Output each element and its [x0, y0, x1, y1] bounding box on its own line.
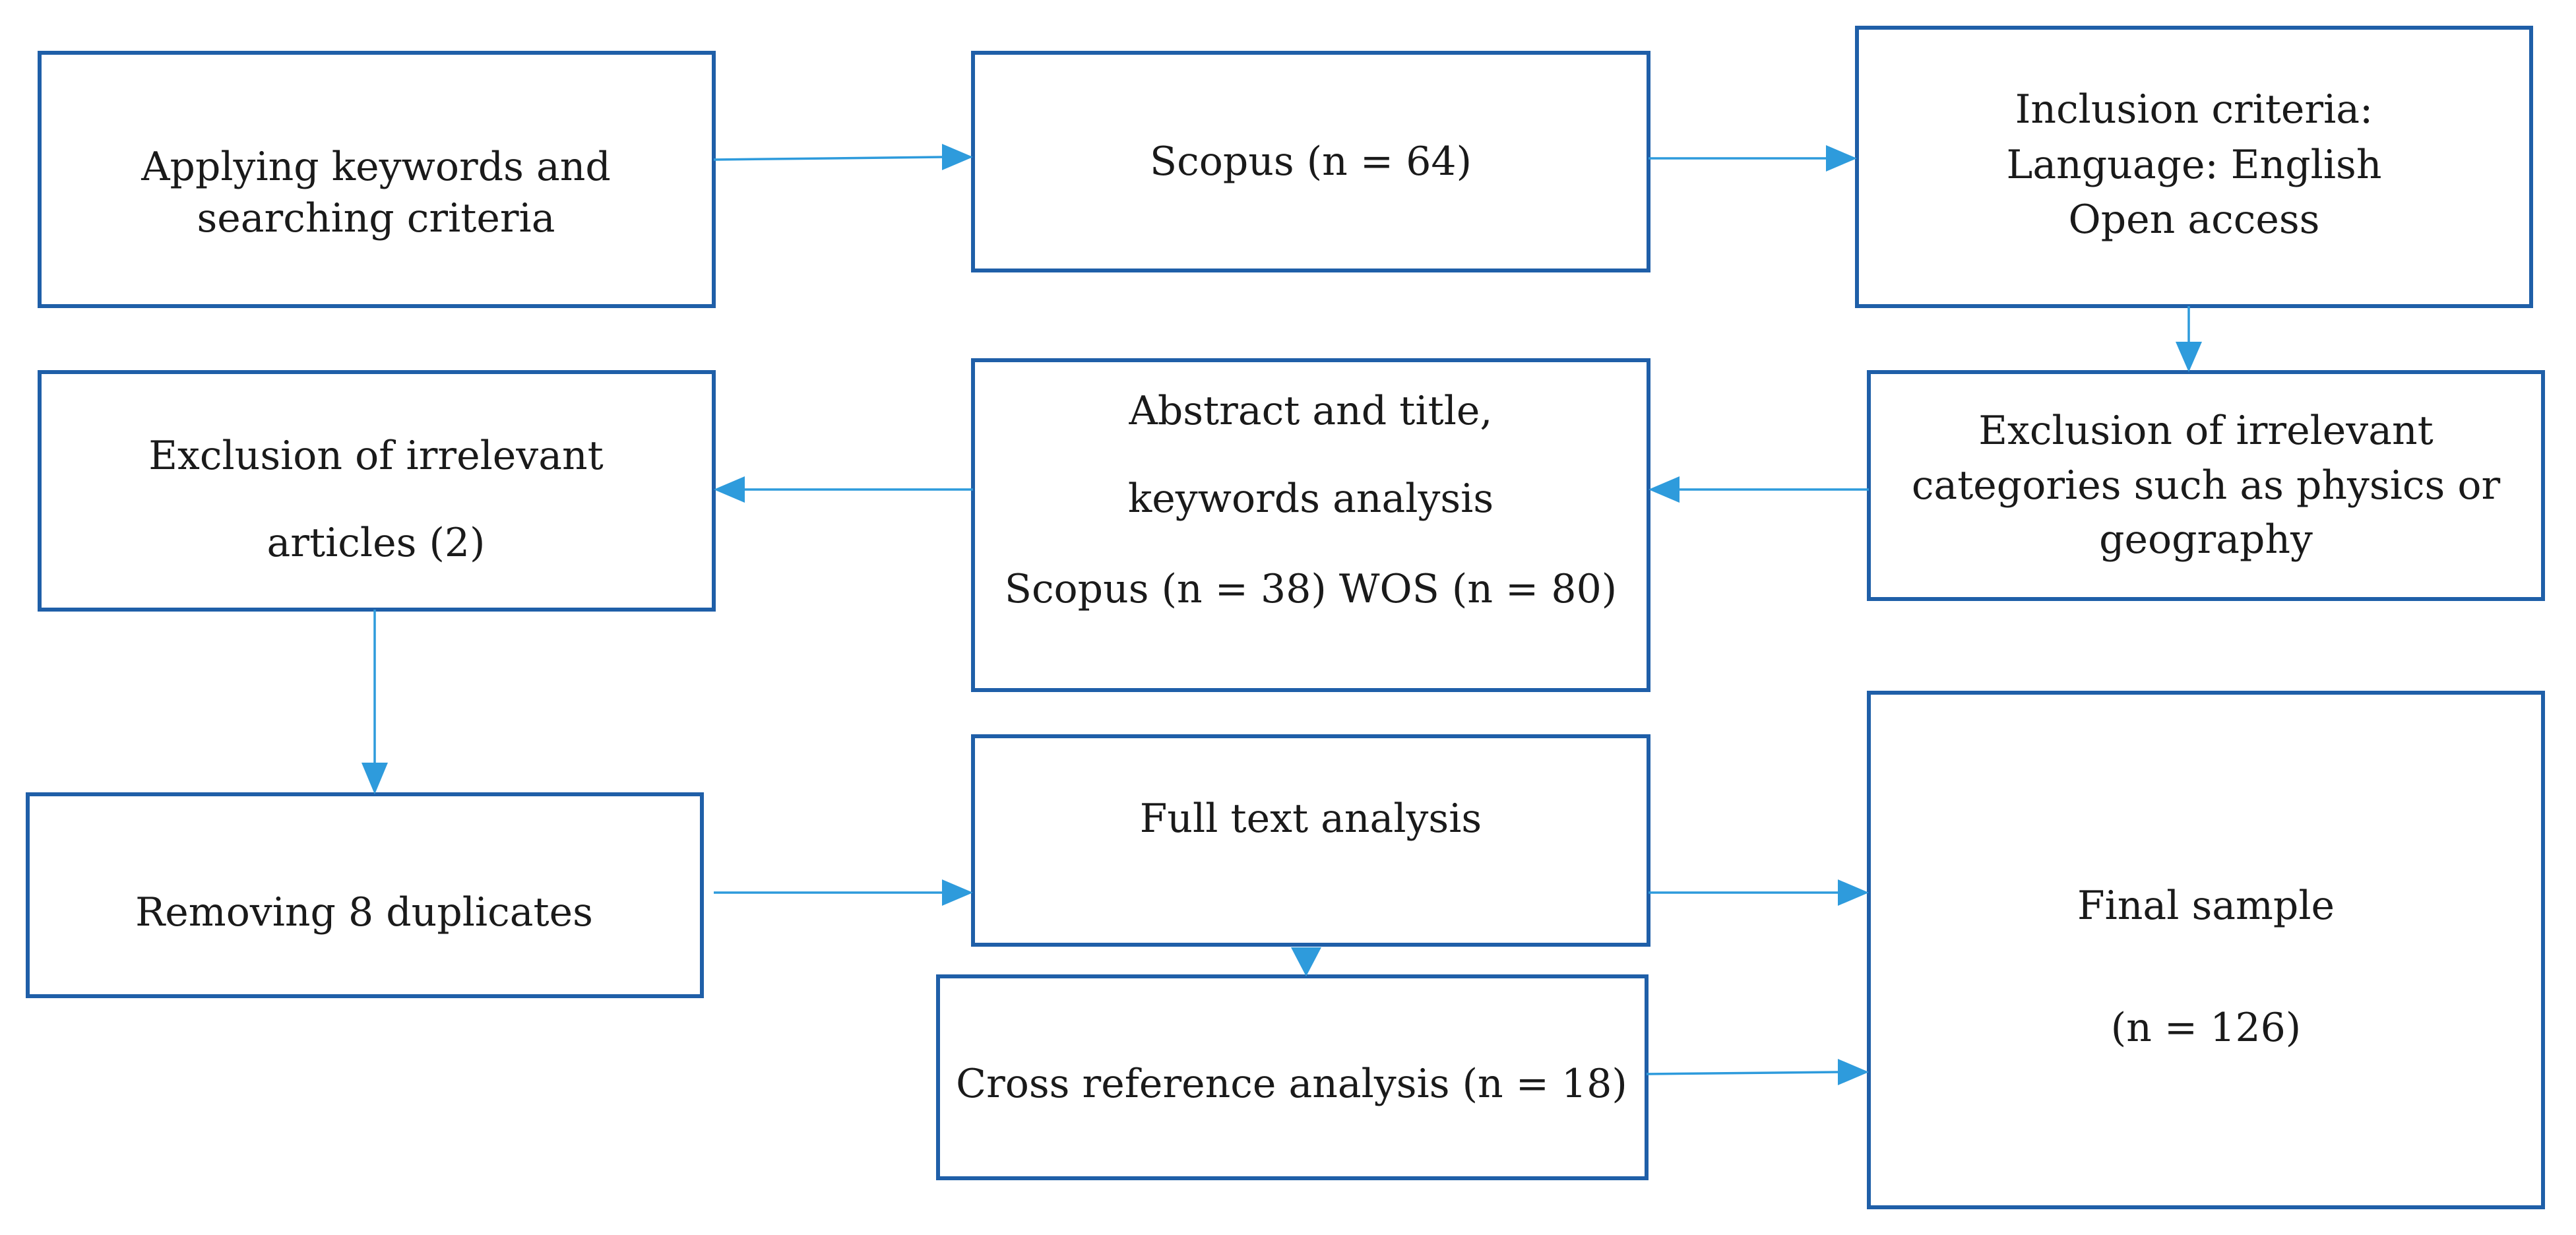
label-full-text: Full text analysis	[1140, 796, 1482, 842]
box-full-text	[971, 734, 1650, 947]
arrow-scopus-to-inclusion	[1649, 145, 1857, 172]
label-cross-reference: Cross reference analysis (n = 18)	[956, 1061, 1627, 1107]
box-final-sample	[1867, 691, 2545, 1209]
label-inclusion-2: Language: English	[2007, 142, 2382, 188]
label-final-sample-1: Final sample	[2077, 883, 2335, 929]
label-inclusion-3: Open access	[2069, 197, 2320, 243]
label-exclusion-articles-2: articles (2)	[267, 520, 486, 566]
label-exclusion-categories-1: Exclusion of irrelevant	[1978, 408, 2433, 454]
arrow-full-text-to-cross-reference	[1291, 947, 1321, 976]
box-cross-reference	[936, 974, 1649, 1180]
arrow-keywords-to-scopus	[713, 144, 973, 170]
label-exclusion-categories-3: geography	[2099, 517, 2313, 563]
label-exclusion-articles-1: Exclusion of irrelevant	[148, 433, 603, 479]
label-scopus: Scopus (n = 64)	[1150, 139, 1472, 185]
box-exclusion-articles	[38, 370, 716, 612]
box-keywords	[38, 51, 716, 308]
box-inclusion	[1855, 26, 2533, 308]
label-duplicates: Removing 8 duplicates	[135, 889, 593, 935]
arrow-exclusion-categories-to-abstract	[1649, 476, 1869, 503]
label-final-sample-2: (n = 126)	[2111, 1005, 2301, 1051]
arrow-duplicates-to-full-text	[714, 879, 973, 906]
label-exclusion-categories-2: categories such as physics or	[1912, 462, 2501, 509]
arrow-inclusion-to-exclusion-categories	[2176, 306, 2202, 372]
arrow-full-text-to-final-sample	[1649, 879, 1869, 906]
box-scopus	[971, 51, 1650, 272]
label-abstract-analysis-3: Scopus (n = 38) WOS (n = 80)	[1005, 566, 1617, 612]
label-abstract-analysis-2: keywords analysis	[1128, 476, 1493, 522]
arrow-cross-reference-to-final-sample	[1646, 1059, 1869, 1085]
arrow-abstract-to-exclusion-articles	[714, 476, 973, 503]
label-inclusion-1: Inclusion criteria:	[2015, 86, 2373, 133]
label-abstract-analysis-1: Abstract and title,	[1129, 388, 1493, 434]
box-exclusion-categories	[1867, 370, 2545, 601]
arrow-exclusion-articles-to-duplicates	[361, 610, 388, 794]
box-abstract-analysis	[971, 358, 1650, 692]
label-keywords-1: Applying keywords and	[141, 144, 611, 190]
label-keywords-2: searching criteria	[197, 195, 555, 241]
box-duplicates	[26, 792, 704, 998]
